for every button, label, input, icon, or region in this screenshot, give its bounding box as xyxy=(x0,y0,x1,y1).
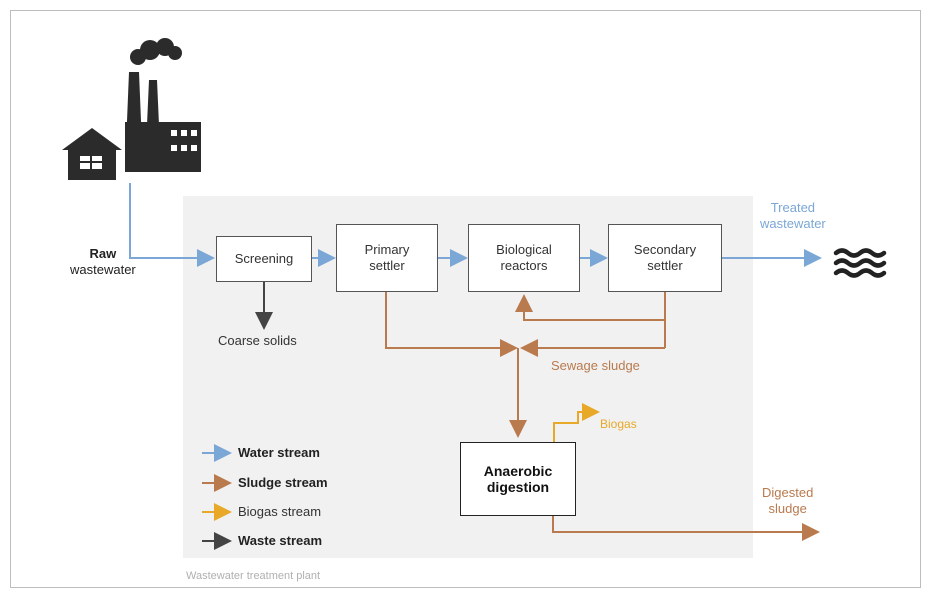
digested-label-line1: Digested xyxy=(762,485,814,500)
primary-settler-label-2: settler xyxy=(369,258,405,273)
raw-label-line2: wastewater xyxy=(70,262,136,277)
legend-biogas-label: Biogas stream xyxy=(238,504,322,519)
legend-water-label: Water stream xyxy=(238,445,320,460)
treated-label-line1: Treated xyxy=(770,200,816,215)
legend-waste-label: Waste stream xyxy=(238,533,323,548)
plant-caption: Wastewater treatment plant xyxy=(186,570,321,582)
biological-reactors-box: Biological reactors xyxy=(468,224,580,292)
treated-wastewater-label: Treated wastewater xyxy=(760,200,826,232)
legend-sludge-label: Sludge stream xyxy=(238,475,328,490)
factory-and-house-icon xyxy=(62,38,201,180)
treated-label-line2: wastewater xyxy=(760,216,826,231)
sludge-stream-lines xyxy=(385,292,820,541)
secondary-settler-label-1: Secondary xyxy=(633,242,697,257)
water-stream-lines xyxy=(129,183,822,267)
anaerobic-digestion-label-2: digestion xyxy=(486,479,550,495)
digested-sludge-label: Digested sludge xyxy=(762,485,813,517)
biological-reactors-label-2: reactors xyxy=(500,258,548,273)
anaerobic-digestion-label-1: Anaerobic xyxy=(483,463,553,479)
primary-settler-box: Primary settler xyxy=(336,224,438,292)
anaerobic-digestion-box: Anaerobic digestion xyxy=(460,442,576,516)
sewage-sludge-label: Sewage sludge xyxy=(551,358,640,373)
biological-reactors-label-1: Biological xyxy=(496,242,552,257)
biogas-label: Biogas xyxy=(600,417,637,431)
secondary-settler-label-2: settler xyxy=(647,258,683,273)
digested-label-line2: sludge xyxy=(768,501,807,516)
coarse-solids-label: Coarse solids xyxy=(218,333,297,348)
raw-inflow-line xyxy=(129,183,215,267)
raw-wastewater-label: Raw wastewater xyxy=(70,246,136,278)
screening-box: Screening xyxy=(216,236,312,282)
raw-label-line1: Raw xyxy=(89,246,117,261)
biogas-line xyxy=(553,403,600,442)
screening-label: Screening xyxy=(234,251,294,266)
legend-arrows xyxy=(202,444,232,550)
secondary-settler-box: Secondary settler xyxy=(608,224,722,292)
primary-sludge-line xyxy=(385,292,518,357)
water-waves-icon xyxy=(833,248,887,278)
return-sludge-line xyxy=(515,294,665,321)
primary-settler-label-1: Primary xyxy=(364,242,410,257)
digested-sludge-line xyxy=(552,516,820,541)
